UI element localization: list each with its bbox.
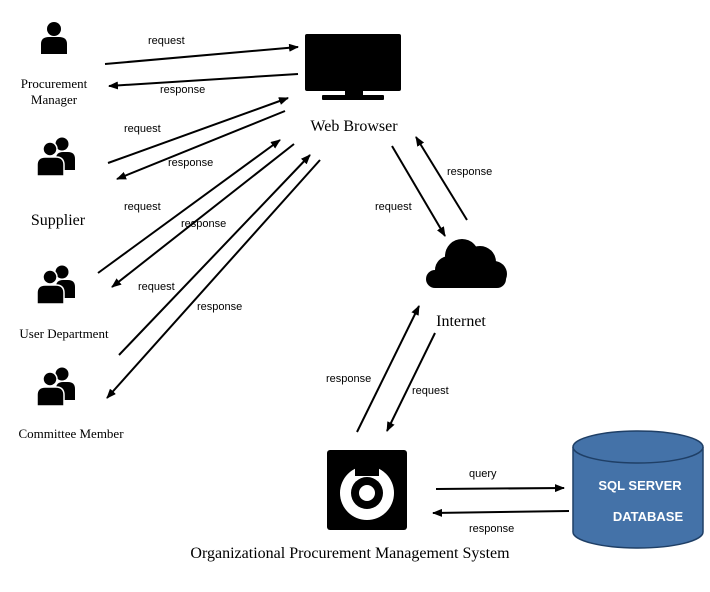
label-userdept-response: response: [181, 218, 226, 230]
arrow-pm-response: [108, 73, 299, 90]
procurement-manager-label-line1: Procurement: [21, 76, 88, 91]
arrow-query: [435, 484, 565, 493]
committee-member-icon: [36, 366, 76, 407]
label-supplier-response: response: [168, 157, 213, 169]
database-label-line1: SQL SERVER: [598, 478, 682, 493]
label-userdept-request: request: [124, 201, 161, 213]
label-internet-browser-response: response: [447, 166, 492, 178]
user-department-label: User Department: [19, 326, 109, 341]
label-pm-request: request: [148, 35, 185, 47]
internet-label: Internet: [436, 313, 486, 330]
label-internet-system-request: request: [412, 385, 449, 397]
label-browser-internet-request: request: [375, 201, 412, 213]
monitor-icon: [305, 34, 401, 100]
database-icon: [572, 430, 704, 549]
procurement-manager-icon: [41, 22, 67, 54]
arrow-system-internet-response: [356, 305, 420, 433]
arrow-userdept-request: [97, 139, 281, 274]
procurement-manager-label-line2: Manager: [31, 92, 78, 107]
label-db-response: response: [469, 523, 514, 535]
arrow-db-response: [432, 508, 570, 517]
label-query: query: [469, 468, 497, 480]
arrow-userdept-response: [111, 143, 295, 288]
label-supplier-request: request: [124, 123, 161, 135]
arrow-supplier-request: [107, 97, 289, 164]
committee-member-label: Committee Member: [18, 426, 124, 441]
arrow-internet-browser-response: [415, 136, 468, 221]
label-pm-response: response: [160, 84, 205, 96]
arrow-committee-response: [106, 159, 321, 399]
label-committee-request: request: [138, 281, 175, 293]
label-system-internet-response: response: [326, 373, 371, 385]
supplier-label: Supplier: [31, 212, 86, 229]
cloud-icon: [426, 239, 507, 288]
web-browser-label: Web Browser: [310, 118, 398, 135]
arrow-browser-internet-request: [391, 145, 446, 237]
arrow-supplier-response: [116, 110, 286, 180]
database-label-line2: DATABASE: [613, 509, 684, 524]
arrow-pm-request: [104, 43, 299, 65]
arrow-committee-request: [118, 154, 311, 356]
label-committee-response: response: [197, 301, 242, 313]
supplier-icon: [36, 136, 76, 177]
arrow-internet-system-request: [386, 332, 436, 432]
system-label: Organizational Procurement Management Sy…: [190, 545, 510, 562]
server-icon: [327, 450, 407, 530]
user-department-icon: [36, 264, 76, 305]
